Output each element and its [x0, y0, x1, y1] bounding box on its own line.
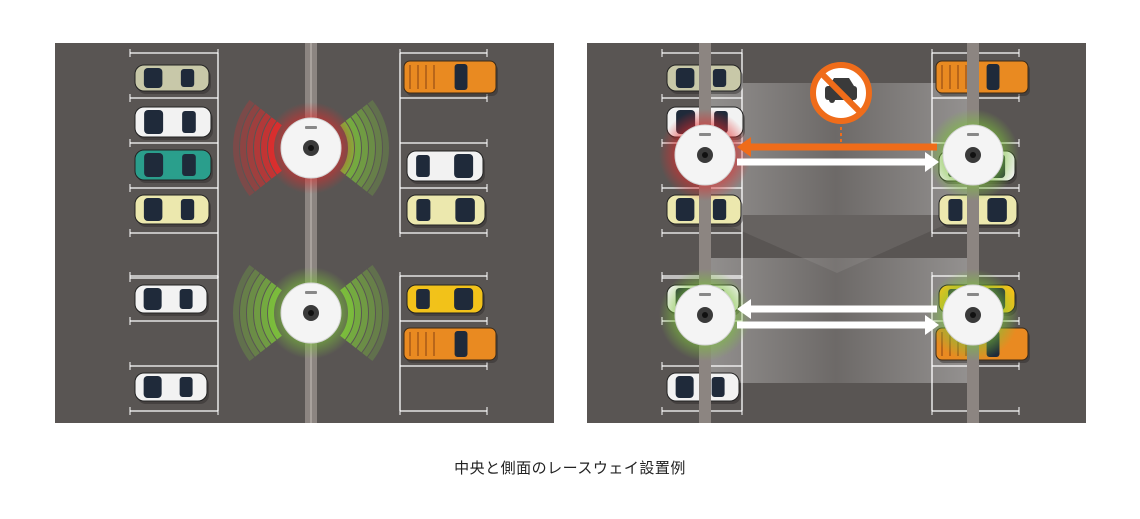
- arrow-left-icon: [737, 137, 937, 157]
- car: [134, 372, 209, 404]
- side-raceway-illustration: [587, 43, 1086, 423]
- truck: [403, 327, 498, 363]
- side-raceway-scene: [587, 43, 1086, 423]
- sensor-right-top: [927, 109, 1019, 201]
- car: [134, 194, 211, 227]
- center-raceway-scene: [55, 43, 554, 423]
- car: [134, 284, 209, 316]
- no-car-sign-icon: [810, 62, 872, 143]
- arrow-right-icon: [737, 315, 939, 335]
- arrow-left-icon: [737, 299, 937, 319]
- sensor-center-top: [265, 102, 357, 194]
- parking-stall-lines: [399, 272, 488, 415]
- side-raceway-rail-right: [967, 43, 979, 423]
- car: [134, 149, 213, 183]
- parking-stall-lines: [399, 49, 488, 237]
- car: [134, 106, 213, 140]
- sensor-left-top: [659, 109, 751, 201]
- sensor-center-bottom: [265, 267, 357, 359]
- car: [406, 284, 485, 316]
- center-raceway-illustration: [55, 43, 554, 423]
- sensor-left-bottom: [659, 269, 751, 361]
- sensor-right-bottom: [927, 269, 1019, 361]
- arrow-right-icon: [737, 152, 939, 172]
- car: [406, 194, 487, 228]
- truck: [935, 60, 1030, 96]
- truck: [403, 60, 498, 96]
- car: [134, 64, 211, 94]
- figure-caption: 中央と側面のレースウェイ設置例: [454, 459, 686, 477]
- detection-beam: [705, 258, 967, 383]
- car: [406, 150, 485, 184]
- parking-stall-lines: [129, 272, 219, 415]
- side-raceway-rail-left: [699, 43, 711, 423]
